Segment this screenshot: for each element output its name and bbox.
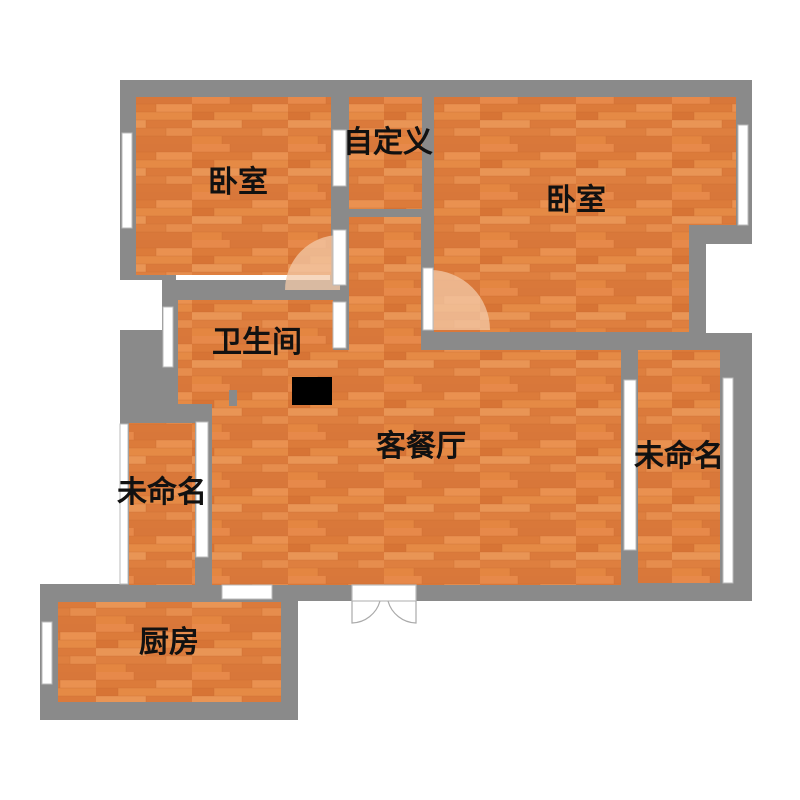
floor-unnamed-right [638,350,720,583]
bathroom-shaft [292,377,332,405]
entrance-door [351,584,417,624]
window-kitchen [41,621,53,685]
bathroom-door-swing [285,235,340,290]
opening-bath [332,301,347,349]
floor-corridor [349,217,421,357]
bathroom-post [229,390,237,406]
floor-bedroom-left [136,97,331,275]
floor-unnamed-left [129,423,195,585]
window-bedroom-right [737,124,749,226]
label-kitchen: 厨房 [139,625,199,660]
floor-bedroom-right [434,97,736,225]
window-bathroom [162,306,174,368]
windows [41,124,749,685]
label-bathroom: 卫生间 [212,325,302,360]
opening-custom [332,129,347,187]
label-bedroom-right: 卧室 [546,183,606,218]
floor-kitchen [58,602,281,702]
label-custom: 自定义 [343,125,433,160]
label-bedroom-left: 卧室 [208,165,268,200]
label-unnamed-right: 未命名 [634,439,724,474]
opening-kitchen [221,584,273,600]
window-bedroom-left [121,132,133,229]
label-living-dining: 客餐厅 [376,429,466,464]
opening-unnamed-right [623,379,637,551]
label-unnamed-left: 未命名 [117,475,207,510]
floor-living-extra [349,350,429,425]
opening-corridor [332,229,347,286]
window-unnamed-left [119,423,129,585]
opening-unnamed-left [195,421,209,558]
floor-custom [349,97,422,209]
opening-bedroom [422,267,434,331]
doors [285,235,490,624]
bedroom-door-swing [430,270,490,330]
window-unnamed-right [722,377,734,584]
room-labels: 卧室 自定义 卧室 卫生间 客餐厅 未命名 未命名 厨房 [117,125,724,660]
